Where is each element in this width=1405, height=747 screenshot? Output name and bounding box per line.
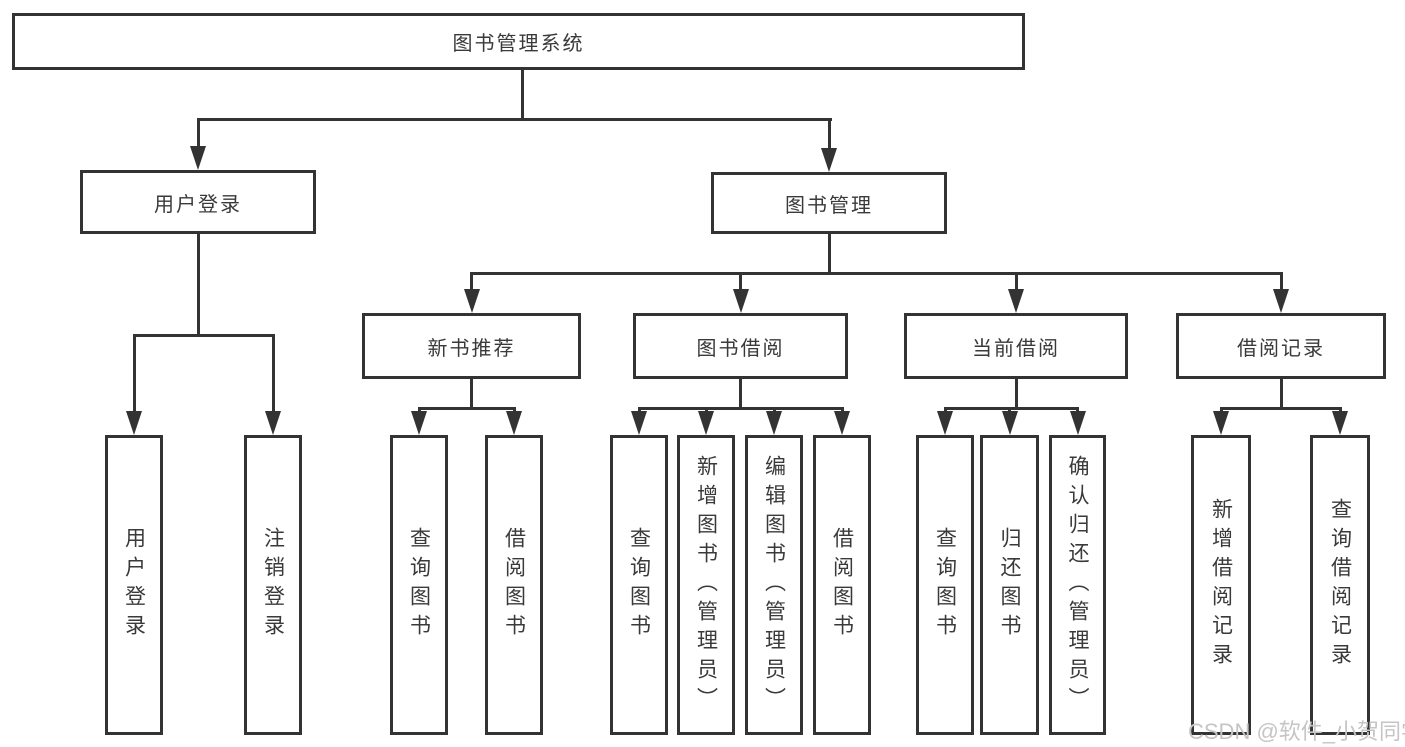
leaf-borrow-books: 借阅图书 [813,435,871,735]
arrowhead-down-new-book [464,289,480,313]
connector-borrow-records-trunk [1280,379,1283,410]
connector-borrow-records-split [1220,407,1341,410]
arrowhead-down-cb-query [937,411,953,435]
node-book-borrow: 图书借阅 [633,313,848,379]
connector-stem-book-borrow [739,272,742,292]
connector-new-book-split [418,407,516,410]
leaf-query-borrow-record: 查询借阅记录 [1310,435,1370,735]
node-book-management: 图书管理 [711,172,947,234]
leaf-query-books-current: 查询图书 [916,435,974,735]
arrowhead-down-bb-borrow [834,411,850,435]
node-current-borrow: 当前借阅 [904,313,1128,379]
arrowhead-down-br-add [1213,411,1229,435]
arrowhead-down-user-login [190,146,206,170]
node-borrow-records: 借阅记录 [1176,313,1386,379]
csdn-watermark: CSDN @软件_小贺同学 [1188,719,1405,744]
arrowhead-down-cb-confirm [1070,411,1086,435]
arrowhead-down-book-management [821,148,837,172]
node-new-book-recommend: 新书推荐 [362,313,581,379]
node-user-login: 用户登录 [80,170,316,234]
leaf-edit-book-admin: 编辑图书（管理员） [745,435,803,735]
leaf-return-book: 归还图书 [980,435,1039,735]
arrowhead-down-cb-return [1002,411,1018,435]
connector-book-borrow-split [638,407,844,410]
connector-current-borrow-split [944,407,1079,410]
arrowhead-down-nb-query [411,411,427,435]
connector-current-borrow-trunk [1015,379,1018,410]
arrowhead-down-leaf-logout [265,411,281,435]
arrowhead-down-book-borrow [733,289,749,313]
leaf-borrow-books-recommend: 借阅图书 [485,435,543,735]
leaf-add-borrow-record: 新增借阅记录 [1191,435,1251,735]
leaf-query-books-borrow: 查询图书 [610,435,668,735]
connector-stem-user-login [197,118,200,152]
connector-book-mgmt-trunk [828,234,831,275]
connector-book-borrow-trunk [739,379,742,410]
connector-user-login-split [133,334,275,337]
node-root-system: 图书管理系统 [12,13,1025,70]
connector-stem-leaf-logout [272,334,275,414]
arrowhead-down-borrow-records [1273,289,1289,313]
leaf-confirm-return-admin: 确认归还（管理员） [1049,435,1106,735]
connector-stem-borrow-records [1280,272,1283,292]
connector-new-book-trunk [470,379,473,410]
connector-stem-current-borrow [1015,272,1018,292]
arrowhead-down-bb-add [698,411,714,435]
leaf-logout: 注销登录 [244,435,302,735]
connector-stem-new-book [470,272,473,292]
connector-root-split [197,118,832,121]
arrowhead-down-bb-edit [766,411,782,435]
connector-stem-leaf-user-login [133,334,136,414]
arrowhead-down-br-query [1332,411,1348,435]
arrowhead-down-nb-borrow [506,411,522,435]
connector-root-trunk [521,70,524,121]
leaf-user-login: 用户登录 [105,435,163,735]
connector-book-mgmt-split [470,272,1283,275]
arrowhead-down-bb-query [631,411,647,435]
arrowhead-down-current-borrow [1008,289,1024,313]
connector-stem-book-management [828,118,831,154]
arrowhead-down-leaf-user-login [126,411,142,435]
leaf-query-books-recommend: 查询图书 [390,435,448,735]
leaf-add-book-admin: 新增图书（管理员） [677,435,735,735]
connector-user-login-trunk [197,234,200,337]
